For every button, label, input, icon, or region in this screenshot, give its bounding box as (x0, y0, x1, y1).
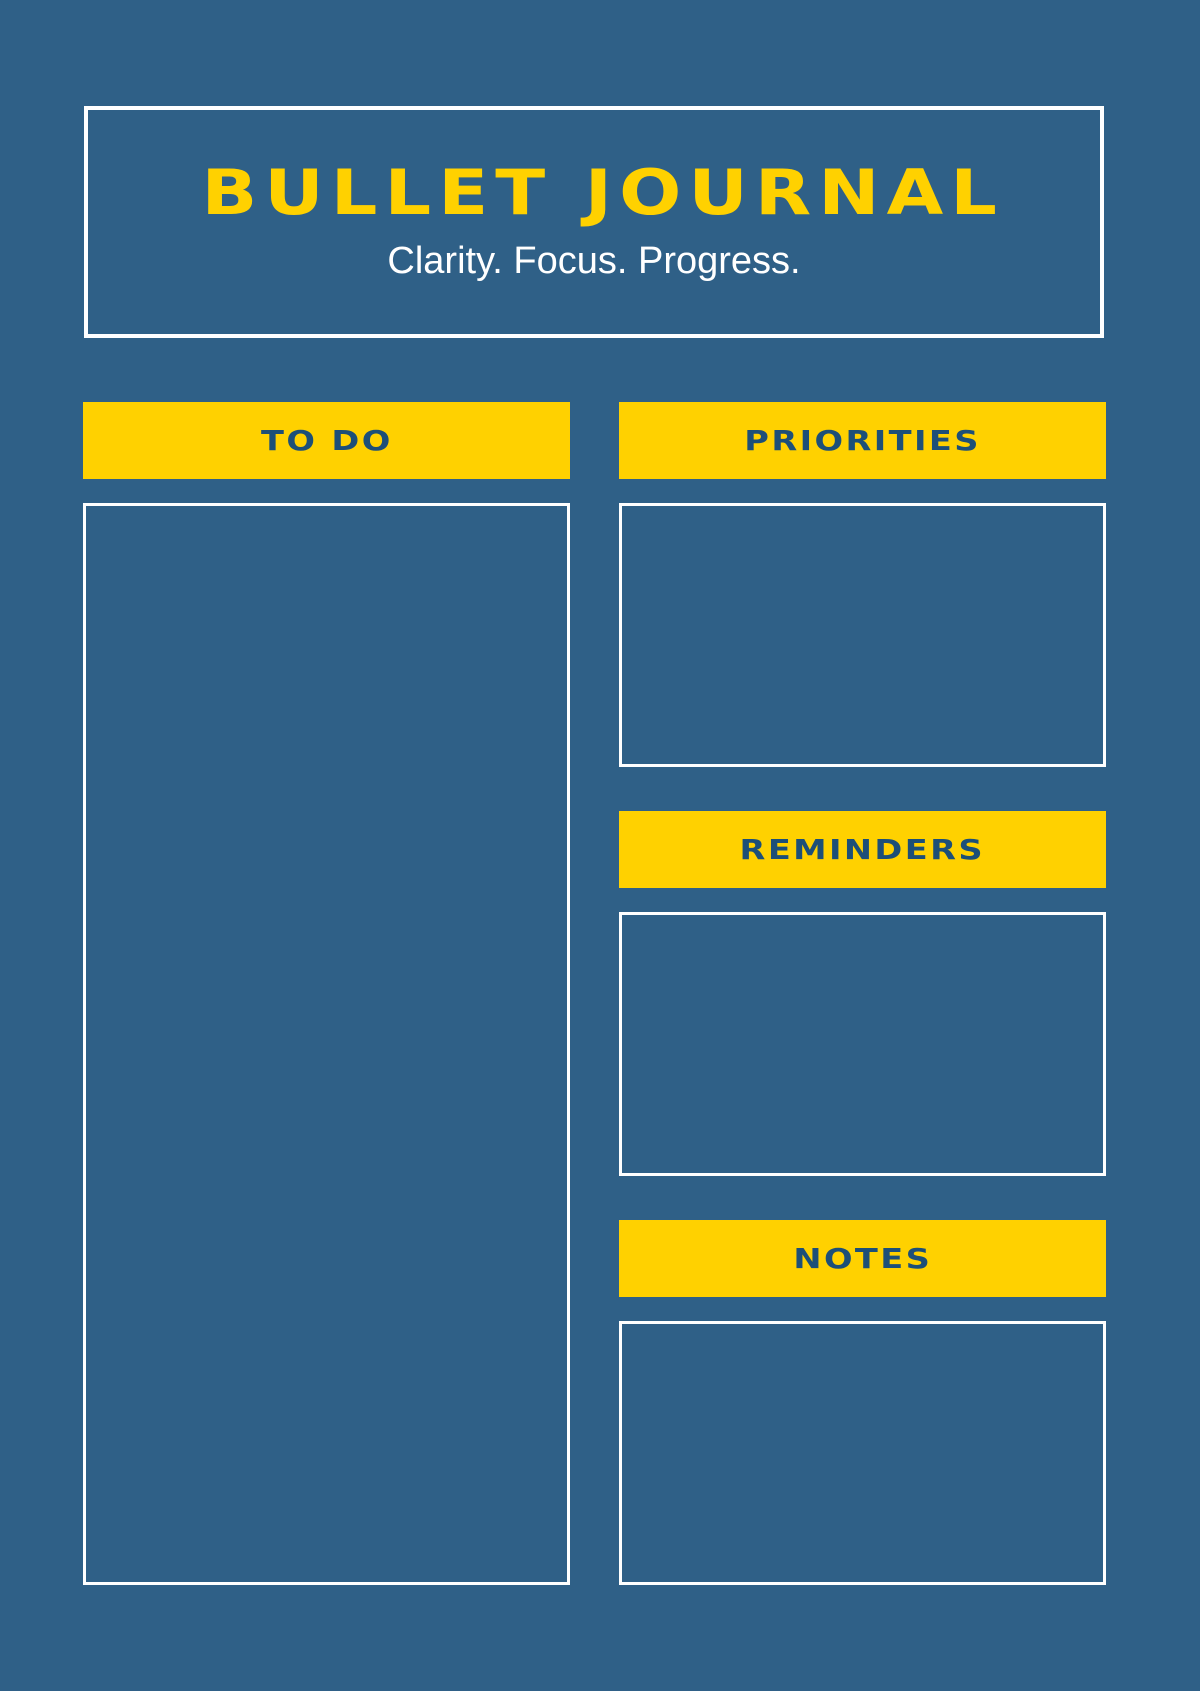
notes-label: NOTES (793, 1241, 932, 1275)
priorities-label-bar: PRIORITIES (619, 402, 1106, 479)
reminders-label-bar: REMINDERS (619, 811, 1106, 888)
priorities-panel[interactable] (619, 503, 1106, 767)
todo-label-bar: TO DO (83, 402, 570, 479)
notes-label-bar: NOTES (619, 1220, 1106, 1297)
priorities-label: PRIORITIES (744, 423, 981, 457)
notes-panel[interactable] (619, 1321, 1106, 1585)
page-subtitle: Clarity. Focus. Progress. (387, 240, 801, 282)
reminders-panel[interactable] (619, 912, 1106, 1176)
page-title: BULLET JOURNAL (201, 156, 1004, 229)
todo-panel[interactable] (83, 503, 570, 1585)
reminders-label: REMINDERS (739, 832, 986, 866)
header-box: BULLET JOURNAL Clarity. Focus. Progress. (84, 106, 1104, 338)
todo-label: TO DO (260, 423, 393, 457)
